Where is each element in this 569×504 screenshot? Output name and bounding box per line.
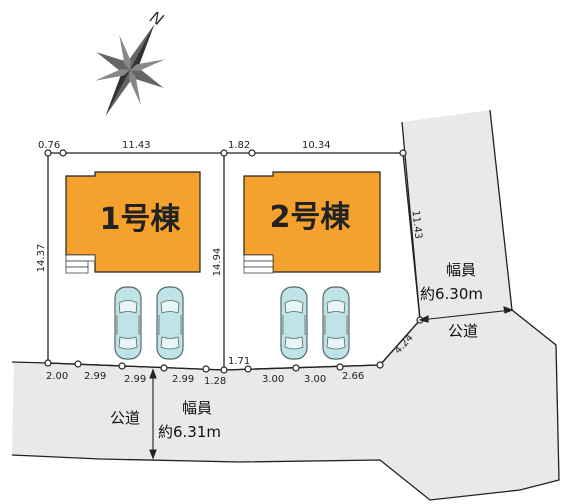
- dim-right-side: 11.43: [410, 210, 424, 240]
- parking-car: [322, 286, 350, 360]
- dim-bottom: 2.66: [342, 371, 364, 382]
- compass-rose-icon: [94, 24, 166, 116]
- building-2-label: 2号棟: [270, 200, 352, 235]
- road-bottom-width-title: 幅員: [182, 399, 212, 417]
- road-width-arrow-bottom: [149, 368, 157, 460]
- vertex-markers: [44, 149, 424, 374]
- north-label: N: [147, 7, 167, 29]
- dim-lot1-left: 14.37: [36, 244, 47, 273]
- road-width-arrow-right: [418, 306, 514, 323]
- road-bottom-label: 公道: [110, 409, 140, 427]
- right-road: [402, 110, 512, 320]
- parking-car: [156, 286, 184, 360]
- dim-lot2-corner: 1.71: [228, 356, 250, 367]
- dim-bottom: 2.99: [84, 371, 106, 382]
- road-right-width-value: 約6.30m: [420, 285, 483, 303]
- parking-car: [114, 286, 142, 360]
- bottom-road: [12, 310, 559, 500]
- parking-car: [280, 286, 308, 360]
- dim-bottom: 3.00: [262, 374, 284, 385]
- road-bottom-width-value: 約6.31m: [158, 423, 221, 441]
- dim-lot2-top: 10.34: [302, 140, 331, 151]
- building-1: 1号棟: [65, 171, 201, 274]
- dim-bottom: 2.99: [124, 374, 146, 385]
- dim-lot1-top: 11.43: [122, 140, 151, 151]
- building-1-label: 1号棟: [100, 202, 182, 237]
- road-right-width-title: 幅員: [446, 261, 476, 279]
- dim-bottom: 2.00: [46, 371, 68, 382]
- dim-bottom: 2.99: [172, 374, 194, 385]
- dim-bottom: 3.00: [304, 374, 326, 385]
- dim-lot2-top-left: 1.82: [228, 140, 250, 151]
- dim-lot2-left: 14.94: [212, 248, 223, 277]
- building-2: 2号棟: [243, 171, 381, 274]
- road-right-label: 公道: [448, 322, 478, 340]
- dim-bottom: 1.28: [204, 376, 226, 387]
- dim-lot1-top-left: 0.76: [38, 140, 60, 151]
